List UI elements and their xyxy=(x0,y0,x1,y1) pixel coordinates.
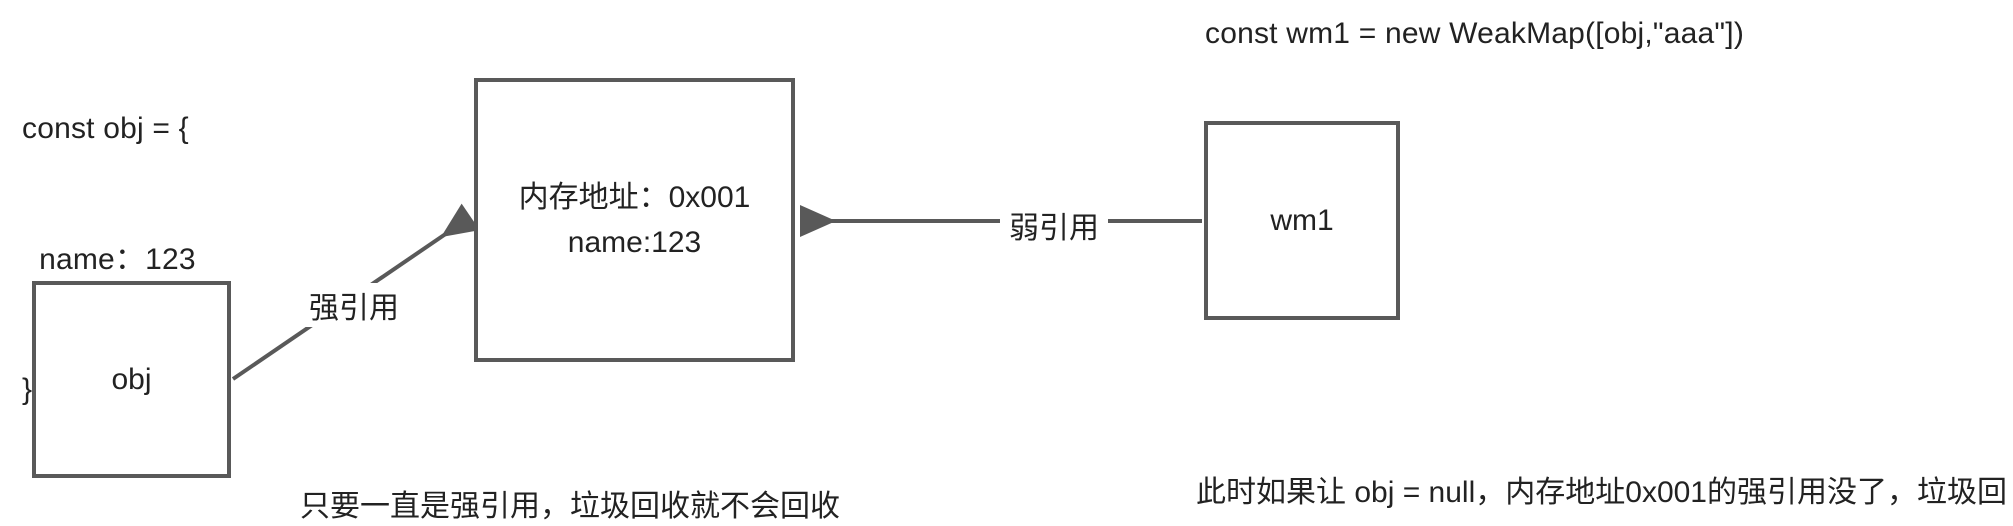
strong-reference-note: 只要一直是强引用，垃圾回收就不会回收 xyxy=(300,386,840,526)
obj-code-line-3: } xyxy=(22,373,33,406)
wm1-box[interactable]: wm1 xyxy=(1204,121,1400,320)
weak-reference-label: 弱引用 xyxy=(1000,203,1108,247)
memory-address-box[interactable]: 内存地址：0x001 name:123 xyxy=(474,78,795,362)
memory-address-line-1: 内存地址：0x001 xyxy=(518,181,751,214)
wm1-box-label: wm1 xyxy=(1270,204,1334,237)
strong-reference-label: 强引用 xyxy=(300,283,408,327)
obj-declaration-code: const obj = { name：123 } xyxy=(22,20,196,499)
memory-address-line-2: name:123 xyxy=(567,226,702,259)
weak-reference-note: 此时如果让 obj = null，内存地址0x001的强引用没了，垃圾回 收在一… xyxy=(1196,372,2008,526)
weakmap-declaration-code: const wm1 = new WeakMap([obj,"aaa"]) xyxy=(1205,17,1745,50)
strong-reference-note-line-1: 只要一直是强引用，垃圾回收就不会回收 xyxy=(300,490,840,524)
obj-box[interactable]: obj xyxy=(32,281,231,478)
obj-code-line-1: const obj = { xyxy=(22,112,189,145)
obj-code-line-2: name：123 xyxy=(22,242,196,276)
weak-reference-note-line-1: 此时如果让 obj = null，内存地址0x001的强引用没了，垃圾回 xyxy=(1196,476,2007,510)
obj-box-label: obj xyxy=(111,363,152,396)
